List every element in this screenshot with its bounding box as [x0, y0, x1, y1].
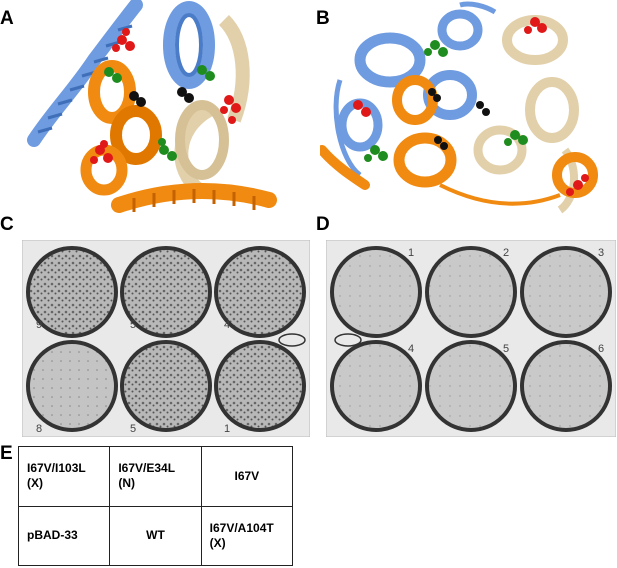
plate-number: 6 [598, 343, 604, 355]
panel-label-a: A [0, 8, 14, 29]
plate [520, 340, 612, 432]
panel-label-b: B [316, 8, 330, 29]
blue-helix-long [27, 0, 143, 147]
blue-helix-top [163, 1, 215, 89]
orange-helix-left [80, 60, 162, 196]
cell-line: I67V/A104T [209, 520, 274, 535]
table-cell: WT [109, 505, 202, 566]
cell-line: I67V/I103L [27, 461, 86, 476]
protein-structure-side-view [24, 0, 294, 222]
black-residues [428, 88, 490, 150]
plate [520, 246, 612, 338]
cell-line: I67V [234, 468, 260, 483]
plate-number: 5 [130, 319, 136, 331]
plate-number: 4 [408, 343, 414, 355]
cell-line: WT [146, 528, 165, 543]
plate [425, 246, 517, 338]
plate-layout-table: I67V/I103L (X) I67V/E34L (N) I67V pBAD-3… [17, 446, 294, 566]
plate [26, 340, 118, 432]
panel-label-e: E [0, 443, 13, 464]
plate-number: 5 [130, 423, 136, 435]
table-cell: I67V/A104T (X) [200, 505, 294, 566]
cell-line: pBAD-33 [27, 528, 78, 543]
plate [330, 246, 422, 338]
red-residues [90, 28, 241, 164]
protein-structure-top-view [320, 0, 617, 222]
plate [26, 246, 118, 338]
orange-helix-bottom [111, 182, 277, 213]
orange-helices [320, 75, 598, 206]
plate-number: 1 [224, 423, 230, 435]
cell-line: (X) [209, 535, 226, 550]
panel-label-c: C [0, 214, 14, 235]
plate-number: 3 [598, 247, 604, 259]
black-residues [129, 87, 194, 107]
green-residues [364, 40, 528, 162]
table-row: pBAD-33 WT I67V/A104T (X) [17, 505, 294, 566]
plate-number: 5 [503, 343, 509, 355]
plate-number: 8 [36, 423, 42, 435]
table-cell: pBAD-33 [17, 505, 111, 566]
table-row: I67V/I103L (X) I67V/E34L (N) I67V [17, 446, 294, 507]
tray-logo [334, 333, 362, 347]
plate-number: 2 [503, 247, 509, 259]
cell-line: (N) [118, 476, 135, 491]
table-cell: I67V/I103L (X) [17, 446, 111, 507]
green-residues [104, 65, 215, 161]
plate [120, 340, 212, 432]
panel-label-d: D [316, 214, 330, 235]
blue-helices [333, 1, 497, 177]
plate [214, 340, 306, 432]
plate [330, 340, 422, 432]
red-residues [353, 17, 589, 196]
tan-helix-right [174, 15, 250, 196]
plate-tray-c: 9 5 4 8 5 1 [22, 240, 310, 437]
plate-number: 1 [408, 247, 414, 259]
plate-number: 9 [36, 319, 42, 331]
plate-number: 4 [224, 319, 230, 331]
cell-line: (X) [27, 476, 43, 491]
plate [120, 246, 212, 338]
tray-logo [278, 333, 306, 347]
table-cell: I67V [200, 446, 294, 507]
plate [425, 340, 517, 432]
cell-line: I67V/E34L [118, 461, 176, 476]
plate [214, 246, 306, 338]
plate-tray-d: 1 2 3 4 5 6 [326, 240, 616, 437]
table-cell: I67V/E34L (N) [109, 446, 202, 507]
